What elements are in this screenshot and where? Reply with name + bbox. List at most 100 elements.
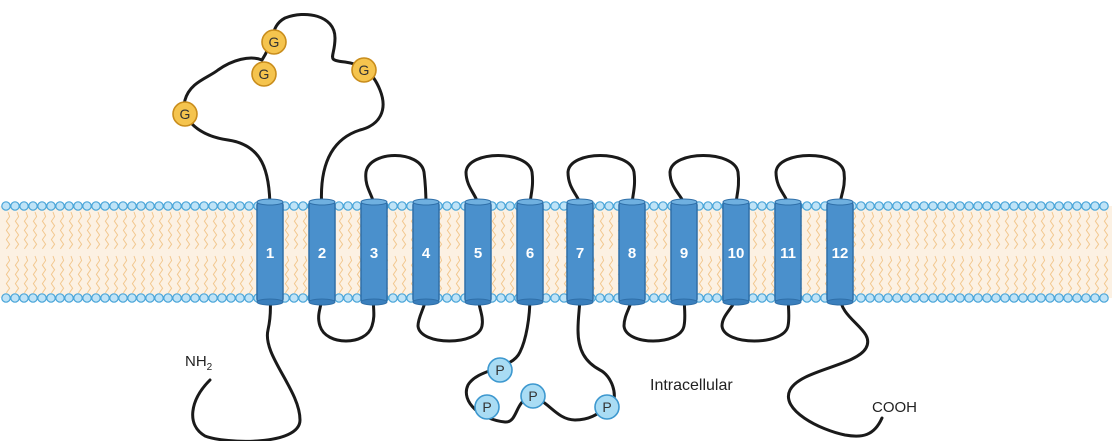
lipid-head xyxy=(1082,294,1090,302)
lipid-head xyxy=(119,294,127,302)
helix-number: 11 xyxy=(780,245,796,262)
lipid-head xyxy=(920,202,928,210)
lipid-head xyxy=(353,202,361,210)
lipid-head xyxy=(965,202,973,210)
lipid-head xyxy=(227,202,235,210)
lipid-head xyxy=(704,202,712,210)
lipid-head xyxy=(20,202,28,210)
lipid-head xyxy=(227,294,235,302)
lipid-head xyxy=(866,294,874,302)
lipid-head xyxy=(929,202,937,210)
lipid-head xyxy=(1046,202,1054,210)
lipid-head xyxy=(335,294,343,302)
lipid-head xyxy=(182,202,190,210)
lipid-head xyxy=(389,294,397,302)
lipid-head xyxy=(128,202,136,210)
transmembrane-helix-11: 11 xyxy=(775,199,801,305)
glycosylation-letter: G xyxy=(269,34,280,50)
lipid-head xyxy=(146,202,154,210)
lipid-head xyxy=(596,294,604,302)
lipid-head xyxy=(497,202,505,210)
lipid-head xyxy=(551,294,559,302)
c-terminus-label: COOH xyxy=(872,399,917,416)
transmembrane-helix-4: 4 xyxy=(413,199,439,305)
lipid-head xyxy=(47,294,55,302)
lipid-head xyxy=(803,294,811,302)
lipid-head xyxy=(1091,294,1099,302)
lipid-head xyxy=(497,294,505,302)
lipid-head xyxy=(2,294,10,302)
lipid-head xyxy=(65,294,73,302)
lipid-head xyxy=(1028,294,1036,302)
lipid-head xyxy=(29,202,37,210)
lipid-head xyxy=(191,202,199,210)
lipid-head xyxy=(83,294,91,302)
helix-number: 12 xyxy=(832,245,849,262)
lipid-head xyxy=(767,202,775,210)
lipid-head xyxy=(956,294,964,302)
lipid-head xyxy=(938,294,946,302)
transmembrane-helix-6: 6 xyxy=(517,199,543,305)
lipid-head xyxy=(173,202,181,210)
lipid-head xyxy=(344,202,352,210)
lipid-head xyxy=(2,202,10,210)
lipid-head xyxy=(713,294,721,302)
lipid-head xyxy=(200,202,208,210)
lipid-head xyxy=(605,202,613,210)
transmembrane-helix-10: 10 xyxy=(723,199,749,305)
lipid-head xyxy=(218,202,226,210)
lipid-head xyxy=(164,202,172,210)
helix-number: 9 xyxy=(680,245,688,262)
lipid-head xyxy=(506,294,514,302)
lipid-head xyxy=(83,202,91,210)
lipid-head xyxy=(236,202,244,210)
lipid-head xyxy=(155,202,163,210)
lipid-head xyxy=(1064,202,1072,210)
lipid-head xyxy=(1082,202,1090,210)
lipid-head xyxy=(1073,202,1081,210)
transmembrane-helix-5: 5 xyxy=(465,199,491,305)
lipid-head xyxy=(911,294,919,302)
lipid-heads-inner-leaflet xyxy=(2,294,1108,302)
lipid-head xyxy=(875,294,883,302)
lipid-head xyxy=(749,202,757,210)
lipid-head xyxy=(956,202,964,210)
helix-number: 1 xyxy=(266,245,274,262)
lipid-head xyxy=(1001,294,1009,302)
lipid-head xyxy=(947,294,955,302)
lipid-head xyxy=(884,202,892,210)
phosphorylation-letter: P xyxy=(602,399,611,415)
lipid-head xyxy=(119,202,127,210)
intracellular-label: Intracellular xyxy=(650,377,733,394)
lipid-head xyxy=(1019,202,1027,210)
lipid-head xyxy=(866,202,874,210)
lipid-head xyxy=(893,202,901,210)
lipid-head xyxy=(875,202,883,210)
lipid-head xyxy=(398,294,406,302)
phosphorylation-site: P xyxy=(595,395,619,419)
lipid-head xyxy=(1064,294,1072,302)
lipid-head xyxy=(857,202,865,210)
lipid-head xyxy=(812,202,820,210)
phosphorylation-site: P xyxy=(521,384,545,408)
lipid-head xyxy=(200,294,208,302)
lipid-head xyxy=(902,294,910,302)
lipid-head xyxy=(893,294,901,302)
extracellular-loop-11-12 xyxy=(776,156,844,207)
transmembrane-helix-1: 1 xyxy=(257,199,283,305)
lipid-head xyxy=(182,294,190,302)
lipid-head xyxy=(29,294,37,302)
lipid-head xyxy=(110,202,118,210)
lipid-head xyxy=(173,294,181,302)
lipid-head xyxy=(92,202,100,210)
extracellular-loop-3-4 xyxy=(366,156,426,207)
lipid-head xyxy=(992,202,1000,210)
lipid-head xyxy=(1019,294,1027,302)
lipid-head xyxy=(155,294,163,302)
lipid-bilayer xyxy=(0,202,1112,302)
lipid-head xyxy=(659,294,667,302)
lipid-head xyxy=(101,202,109,210)
lipid-head xyxy=(47,202,55,210)
lipid-head xyxy=(803,202,811,210)
